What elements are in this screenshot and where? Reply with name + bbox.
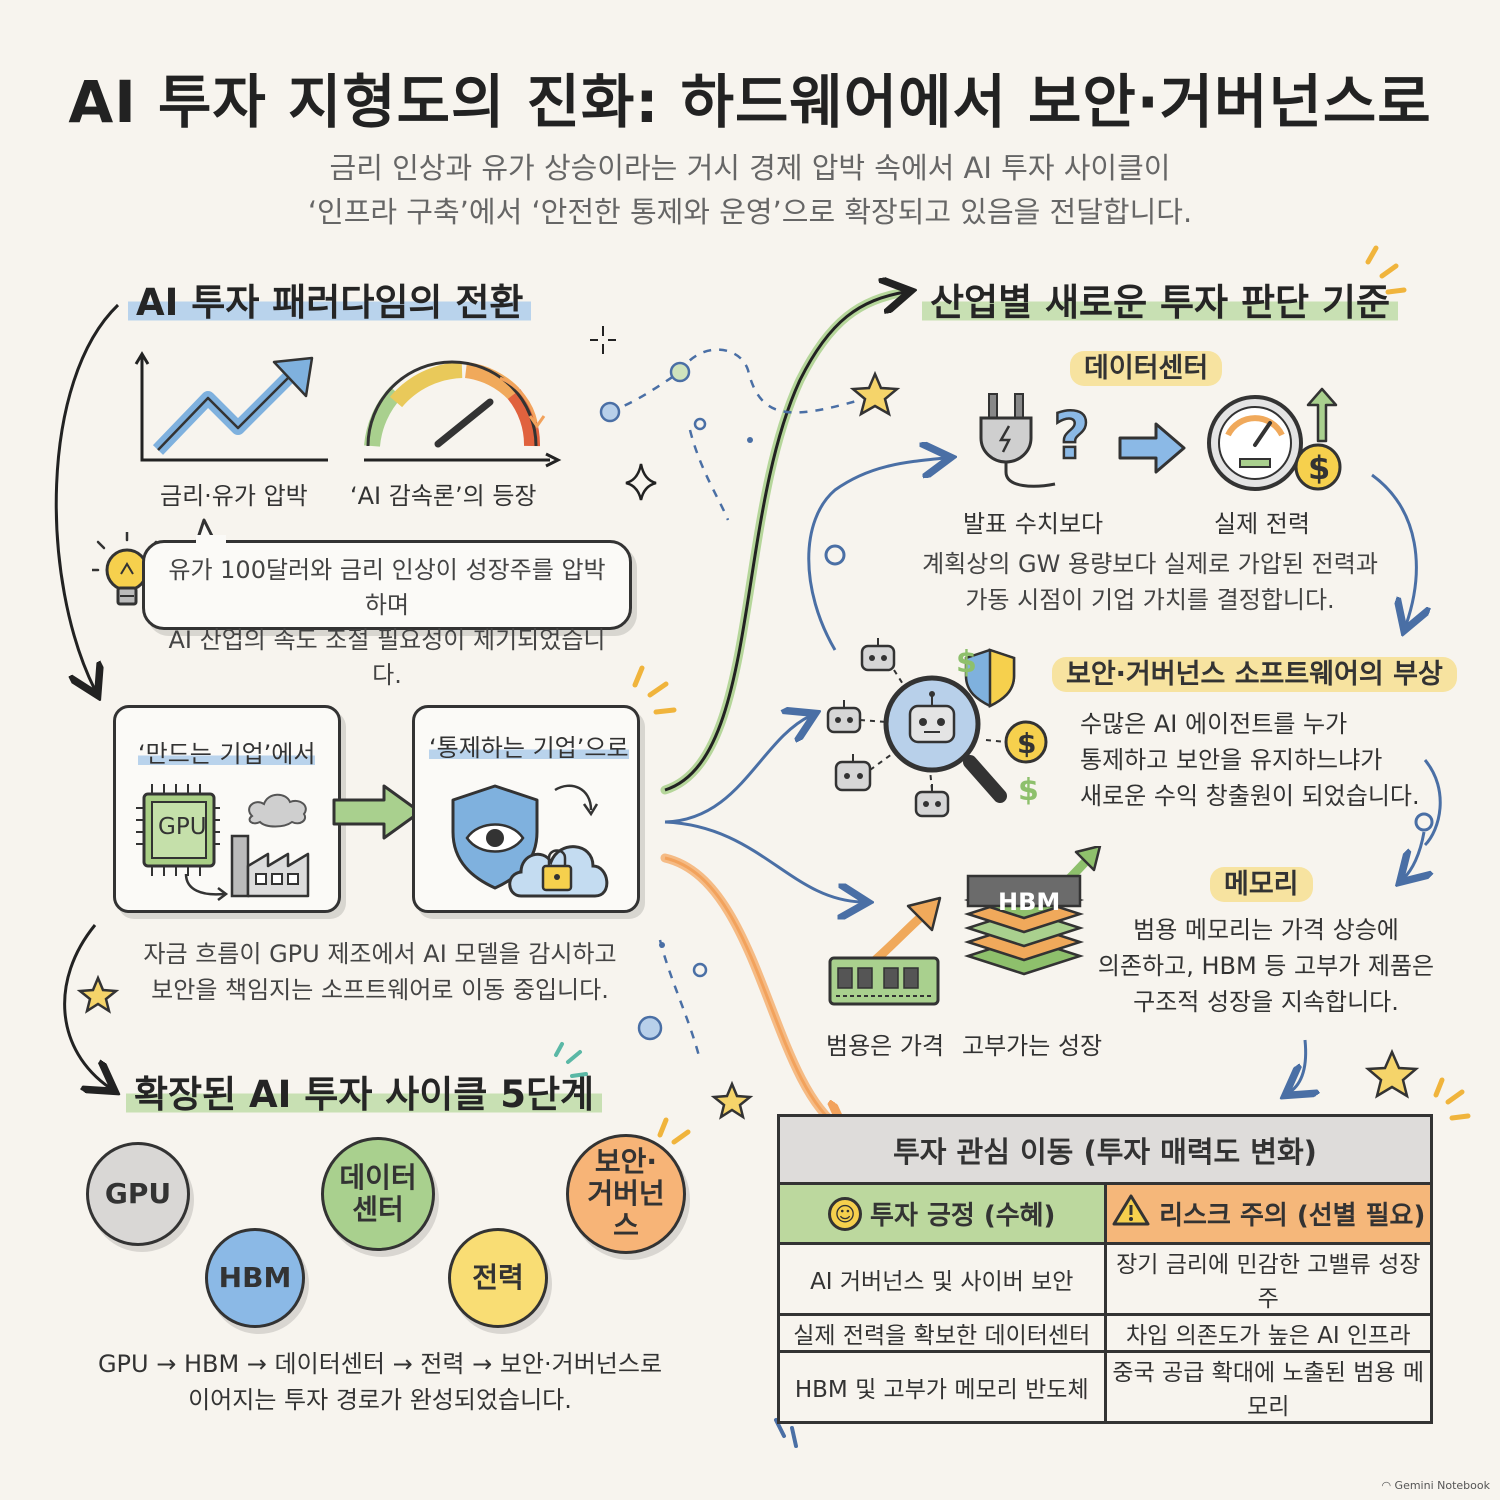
gpu-chip-label: GPU [158,814,207,840]
hbm-stack-icon [963,846,1102,976]
svg-text:$: $ [1017,727,1036,760]
rising-chart-icon [134,351,328,462]
desc-line: 계획상의 GW 용량보다 실제로 가압된 전력과 [922,550,1378,578]
page-subtitle: 금리 인상과 유가 상승이라는 거시 경제 압박 속에서 AI 투자 사이클이 … [150,146,1350,234]
memory-desc: 범용 메모리는 가격 상승에 의존하고, HBM 등 고부가 제품은 구조적 성… [1096,912,1436,1020]
memory-left-label: 범용은 가격 [826,1032,945,1060]
table-row: HBM 및 고부가 메모리 반도체 중국 공급 확대에 노출된 범용 메모리 [777,1350,1433,1424]
page-title: AI 투자 지형도의 진화: 하드웨어에서 보안·거버넌스로 [68,68,1432,136]
positive-header: ☺투자 긍정 (수혜) [777,1182,1107,1245]
cycle-stage-power: 전력 [448,1228,548,1328]
paradigm-heading: AI 투자 패러다임의 전환 [128,272,532,326]
subtitle-line: ‘인프라 구축’에서 ‘안전한 통제와 운영’으로 확장되고 있음을 전달합니다… [307,195,1193,229]
gpu-chip-icon [136,784,220,876]
caption-line: 이어지는 투자 경로가 완성되었습니다. [188,1386,572,1414]
from-box: ‘만드는 기업’에서 GPU [113,705,341,913]
desc-line: 의존하고, HBM 등 고부가 제품은 [1097,952,1435,980]
cycle-caption: GPU → HBM → 데이터센터 → 전력 → 보안·거버넌스로 이어지는 투… [60,1346,700,1418]
datacenter-right-label: 실제 전력 [1214,510,1310,538]
flow-arrow-left-top [54,303,120,690]
positive-cell: HBM 및 고부가 메모리 반도체 [777,1350,1107,1424]
svg-text:$: $ [1308,449,1330,487]
risk-header: 리스크 주의 (선별 필요) [1103,1182,1433,1245]
transition-arrow-icon [332,784,422,840]
cycle-heading: 확장된 AI 투자 사이클 5단계 [126,1064,603,1118]
memory-tag: 메모리 [1210,862,1313,902]
cycle-stage-security: 보안· 거버넌스 [566,1134,686,1254]
star-icon [76,974,120,1014]
investment-table: 투자 관심 이동 (투자 매력도 변화) ☺투자 긍정 (수혜) 리스크 주의 … [777,1114,1433,1424]
positive-cell: 실제 전력을 확보한 데이터센터 [777,1313,1107,1353]
warning-icon [1111,1193,1151,1234]
ram-stick-icon [828,896,942,1006]
security-desc: 수많은 AI 에이전트를 누가 통제하고 보안을 유지하느냐가 새로운 수익 창… [1080,706,1440,814]
flow-arrow-left-bottom [63,924,110,1088]
desc-line: 새로운 수익 창출원이 되었습니다. [1080,782,1420,810]
hbm-chip-label: HBM [998,888,1061,916]
gauge-label: ‘AI 감속론’의 등장 [350,482,537,510]
right-arrow-icon [1118,422,1186,474]
caption-line: 자금 흐름이 GPU 제조에서 AI 모델을 감시하고 [143,940,617,968]
factory-icon [230,793,310,898]
to-label: ‘통제하는 기업’으로 [429,734,629,762]
paradigm-caption: 자금 흐름이 GPU 제조에서 AI 모델을 감시하고 보안을 책임지는 소프트… [120,936,640,1008]
cycle-stage-gpu: GPU [86,1142,190,1246]
speech-bubble: 유가 100달러와 금리 인상이 성장주를 압박하며 AI 산업의 속도 조절 … [142,540,632,689]
from-label: ‘만드는 기업’에서 [138,740,316,768]
datacenter-tag: 데이터센터 [1070,346,1223,386]
positive-cell: AI 거버넌스 및 사이버 보안 [777,1242,1107,1316]
subtitle-line: 금리 인상과 유가 상승이라는 거시 경제 압박 속에서 AI 투자 사이클이 [329,151,1171,185]
criteria-heading: 산업별 새로운 투자 판단 기준 [922,272,1399,326]
memory-right-label: 고부가는 성장 [962,1032,1103,1060]
gauge-icon [364,360,562,468]
svg-text:$: $ [1018,773,1039,808]
caption-line: 보안을 책임지는 소프트웨어로 이동 중입니다. [151,976,609,1004]
risk-cell: 차입 의존도가 높은 AI 인프라 [1103,1313,1433,1353]
desc-line: 구조적 성장을 지속합니다. [1133,988,1399,1016]
meter-dollar-icon: $ [1207,387,1342,491]
star-icon [1364,1048,1420,1099]
table-row: AI 거버넌스 및 사이버 보안 장기 금리에 민감한 고밸류 성장주 [777,1242,1433,1316]
security-tag: 보안·거버넌스 소프트웨어의 부상 [1052,652,1457,692]
shield-eye-icon [451,784,539,890]
footer-brand: ◠ Gemini Notebook [1381,1479,1490,1492]
chart-label: 금리·유가 압박 [160,482,308,510]
to-box: ‘통제하는 기업’으로 [412,705,640,913]
desc-line: 범용 메모리는 가격 상승에 [1133,916,1399,944]
table-title: 투자 관심 이동 (투자 매력도 변화) [777,1114,1433,1185]
plug-question-icon: ? [979,393,1091,488]
bubble-line: AI 산업의 속도 조절 필요성이 제기되었습니다. [168,626,606,689]
svg-text:?: ? [1053,400,1090,474]
star-icon [849,370,901,417]
desc-line: 통제하고 보안을 유지하느냐가 [1080,746,1383,774]
desc-line: 가동 시점이 기업 가치를 결정합니다. [965,586,1335,614]
datacenter-desc: 계획상의 GW 용량보다 실제로 가압된 전력과 가동 시점이 기업 가치를 결… [900,546,1400,618]
risk-cell: 중국 공급 확대에 노출된 범용 메모리 [1103,1350,1433,1424]
bubble-line: 유가 100달러와 금리 인상이 성장주를 압박하며 [168,556,606,619]
smile-icon: ☺ [828,1196,863,1231]
notebook-icon: ◠ [1381,1479,1395,1492]
orange-flow-arrow [660,853,845,1133]
lightbulb-icon [92,532,158,606]
datacenter-left-label: 발표 수치보다 [963,510,1104,538]
star-icon [710,1080,754,1120]
desc-line: 수많은 AI 에이전트를 누가 [1080,710,1348,738]
svg-text:$: $ [956,645,977,680]
table-row: 실제 전력을 확보한 데이터센터 차입 의존도가 높은 AI 인프라 [777,1313,1433,1353]
risk-cell: 장기 금리에 민감한 고밸류 성장주 [1103,1242,1433,1316]
cloud-lock-icon [508,845,609,898]
caption-line: GPU → HBM → 데이터센터 → 전력 → 보안·거버넌스로 [97,1350,663,1378]
cycle-stage-datacenter: 데이터 센터 [321,1137,435,1251]
ai-agents-magnifier-icon: $ $ $ [826,638,1048,818]
cycle-stage-hbm: HBM [205,1228,305,1328]
